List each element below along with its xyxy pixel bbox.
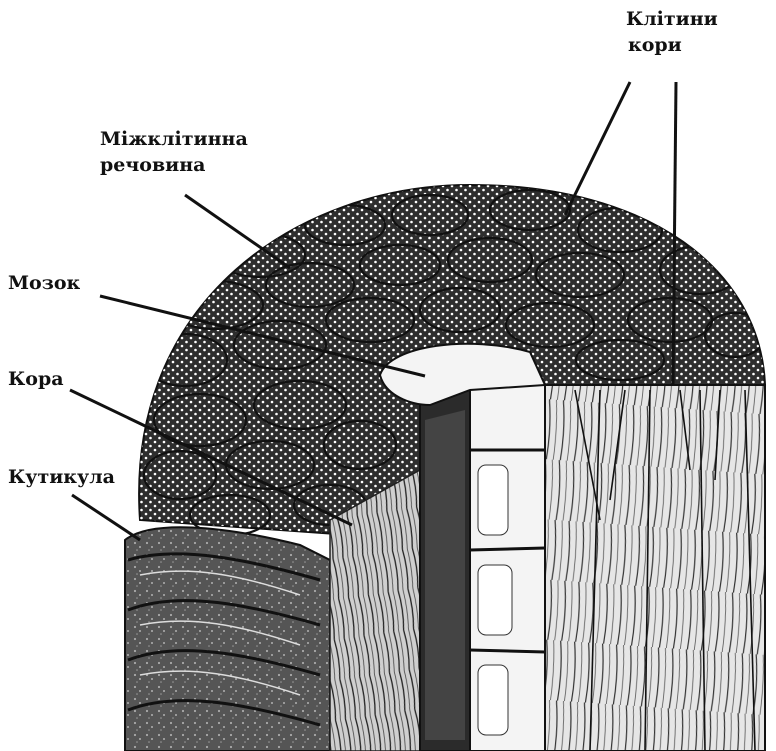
label-intercellular-substance: Міжклітинна речовина bbox=[100, 126, 248, 178]
leader-intercellular bbox=[185, 195, 290, 268]
cortex-fibers-right bbox=[545, 385, 765, 751]
label-cortex-cells-line2: кори bbox=[626, 32, 718, 58]
cuticle-scales bbox=[125, 527, 330, 751]
leader-cortex-cells-1 bbox=[565, 82, 630, 215]
label-cortex-cells-line1: Клітини bbox=[626, 6, 718, 32]
label-cortex-cells: Клітини кори bbox=[626, 6, 718, 58]
label-intercellular-line1: Міжклітинна bbox=[100, 126, 248, 152]
label-cuticle: Кутикула bbox=[8, 464, 115, 490]
label-medulla: Мозок bbox=[8, 270, 80, 296]
leader-cuticle bbox=[72, 495, 140, 540]
label-cortex: Кора bbox=[8, 366, 64, 392]
cortex-fibers-left bbox=[330, 470, 420, 751]
label-intercellular-line2: речовина bbox=[100, 152, 248, 178]
